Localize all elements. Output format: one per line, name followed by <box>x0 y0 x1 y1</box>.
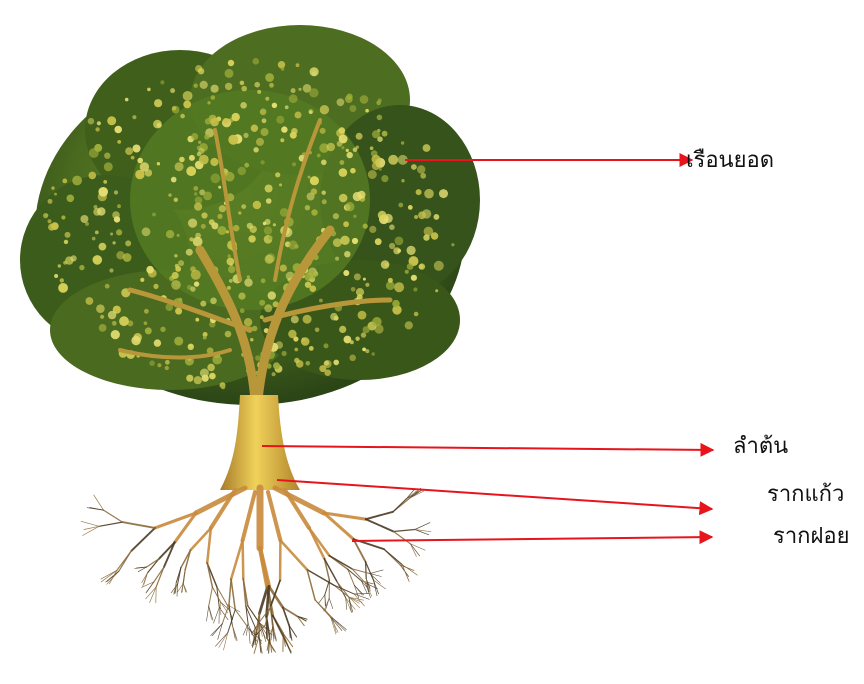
taproot-arrow <box>277 480 712 509</box>
crown-label: เรือนยอด <box>686 150 774 172</box>
fibrous-roots-label: รากฝอย <box>773 526 849 548</box>
trunk-label: ลำต้น <box>733 436 788 458</box>
trunk <box>220 395 300 490</box>
roots <box>81 488 431 653</box>
trunk-arrow <box>262 446 713 450</box>
taproot-label: รากแก้ว <box>767 484 844 506</box>
fibrous-roots-arrow <box>352 537 712 541</box>
